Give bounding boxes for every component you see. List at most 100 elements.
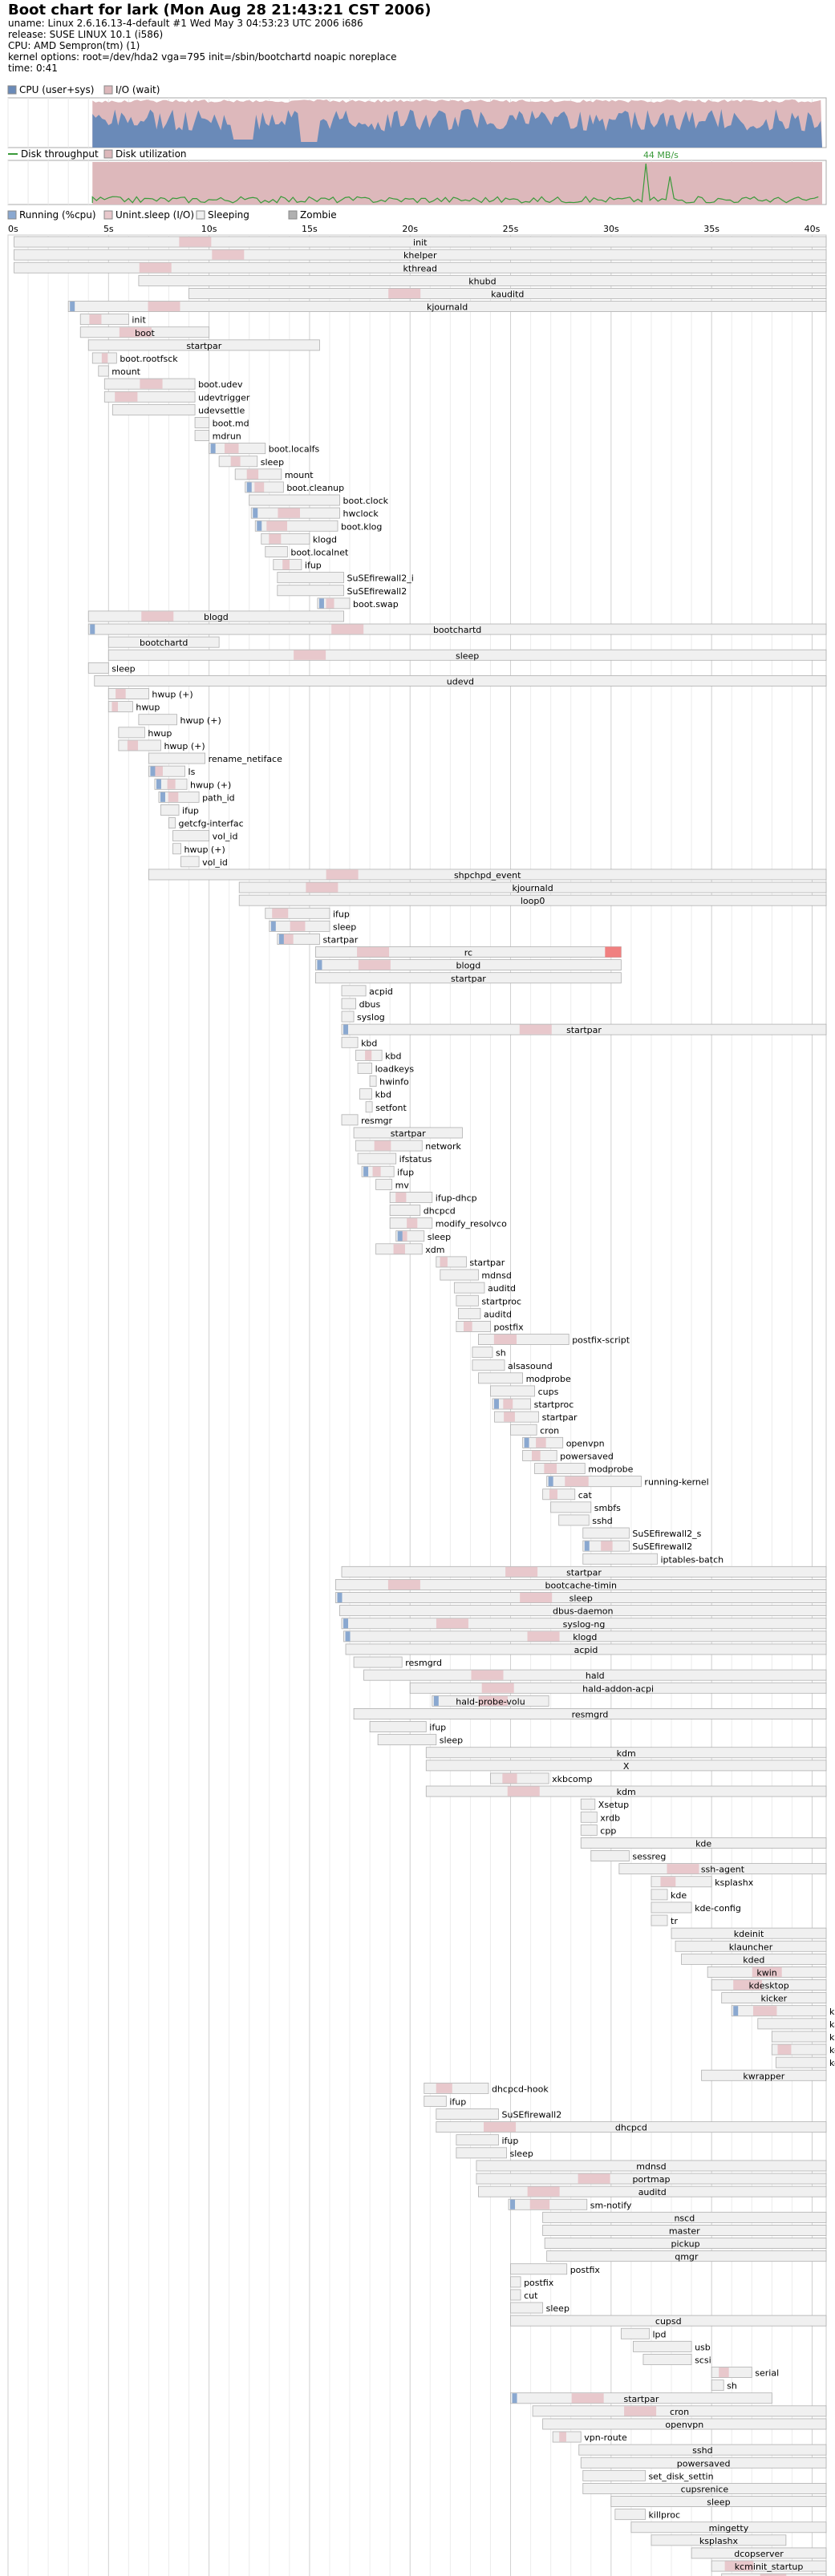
process-bar [118, 739, 161, 751]
process-label: kdeinit [734, 1929, 764, 1939]
process-label: konsole [829, 2058, 835, 2068]
process-io-mark [544, 1464, 557, 1474]
process-label: ifstatus [399, 1154, 432, 1164]
process-label: ifup [397, 1167, 414, 1177]
process-label: path_id [202, 792, 235, 803]
process-label: kthread [403, 263, 437, 273]
process-bar [614, 2509, 646, 2521]
axis-tick-label: 35s [703, 224, 719, 234]
legend-diskutil-swatch [103, 149, 113, 159]
process-label: startpar [451, 974, 486, 984]
process-label: ifup [449, 2097, 466, 2108]
process-bar [357, 1152, 397, 1164]
process-label: bootcache-timin [545, 1581, 617, 1591]
process-label: postfix [570, 2265, 601, 2275]
process-bar [478, 1372, 523, 1384]
process-io-mark [624, 2406, 657, 2416]
process-label: vol_id [202, 857, 228, 868]
process-bar [339, 1605, 827, 1617]
process-label: init [413, 237, 428, 248]
process-io-mark [266, 520, 288, 531]
process-cpu-mark [317, 960, 322, 970]
process-label: network [425, 1141, 461, 1152]
process-io-mark [290, 921, 306, 931]
process-label: powersaved [560, 1452, 614, 1462]
process-bar [457, 1307, 481, 1319]
process-bar [651, 1902, 692, 1914]
process-io-mark [372, 1166, 381, 1177]
process-label: udevd [447, 677, 474, 687]
process-io-mark [520, 1593, 553, 1603]
process-bar [111, 403, 196, 415]
process-io-mark [395, 1192, 407, 1202]
process-label: ifup [182, 806, 199, 816]
process-bar [476, 2173, 827, 2185]
legend-sleeping-label: Sleeping [208, 209, 249, 221]
process-bar [580, 1798, 596, 1810]
process-label: kerry [829, 2045, 835, 2056]
process-bar [476, 2160, 827, 2172]
legend-io-swatch [103, 85, 113, 95]
process-label: kauditd [491, 290, 524, 300]
process-io-mark [529, 2199, 550, 2209]
process-bar [425, 1747, 827, 1759]
process-label: syslog [357, 1012, 385, 1023]
process-bar [168, 817, 176, 829]
process-io-mark [503, 1399, 513, 1409]
process-io-mark [374, 1140, 391, 1151]
process-label: ifup-dhcp [436, 1193, 477, 1204]
process-label: ifup [501, 2136, 518, 2146]
process-io-mark [601, 1541, 613, 1551]
process-io-mark [719, 2367, 729, 2378]
process-label: Xsetup [598, 1800, 629, 1810]
process-bar [456, 1321, 491, 1332]
process-io-mark [388, 288, 421, 298]
process-cpu-mark [70, 302, 75, 312]
process-bar [711, 2367, 752, 2379]
process-label: startpar [623, 2394, 659, 2404]
process-cpu-mark [337, 1593, 343, 1603]
process-cpu-mark [318, 598, 324, 609]
legend-io-label: I/O (wait) [116, 84, 160, 95]
process-io-mark [571, 2393, 604, 2404]
process-io-mark [481, 1683, 514, 1693]
process-label: ls [188, 767, 196, 777]
process-io-mark [493, 1335, 517, 1345]
process-label: portmap [632, 2174, 670, 2185]
process-label: postfix-script [572, 1335, 630, 1346]
process-bar [14, 236, 827, 248]
process-bar [138, 274, 827, 286]
process-io-mark [536, 1437, 546, 1448]
process-io-mark [306, 882, 338, 893]
process-label: auditd [484, 1309, 512, 1319]
process-label: kde [671, 1890, 687, 1901]
process-io-mark [116, 689, 126, 699]
chart-title: Boot chart for lark (Mon Aug 28 21:43:21… [8, 2, 432, 18]
process-bar [642, 2353, 692, 2365]
process-io-mark [484, 2122, 517, 2132]
process-bar [582, 2482, 827, 2494]
process-io-mark [464, 1321, 472, 1331]
process-io-mark [101, 353, 108, 363]
axis-tick-label: 20s [402, 224, 418, 234]
process-bar [510, 2289, 521, 2301]
process-io-mark [153, 766, 163, 776]
process-io-mark [549, 1489, 557, 1500]
release-line: release: SUSE LINUX 10.1 (i586) [8, 29, 164, 40]
process-bar [409, 1682, 827, 1694]
process-bar [359, 1088, 373, 1100]
process-label: kde-config [695, 1903, 741, 1914]
process-bar [582, 2469, 646, 2481]
process-bar [456, 1294, 479, 1306]
legend-cpu-swatch [7, 85, 17, 95]
process-label: smbfs [594, 1503, 621, 1513]
process-io-mark [660, 1877, 676, 1887]
process-label: blogd [456, 961, 481, 971]
process-label: kde [695, 1839, 711, 1849]
process-label: boot.cleanup [286, 483, 344, 493]
process-label: modprobe [526, 1374, 571, 1384]
process-bar [148, 752, 206, 764]
process-bar [335, 1579, 827, 1590]
process-cpu-mark [343, 1618, 349, 1629]
process-label: dhcpcd [424, 1206, 456, 1217]
